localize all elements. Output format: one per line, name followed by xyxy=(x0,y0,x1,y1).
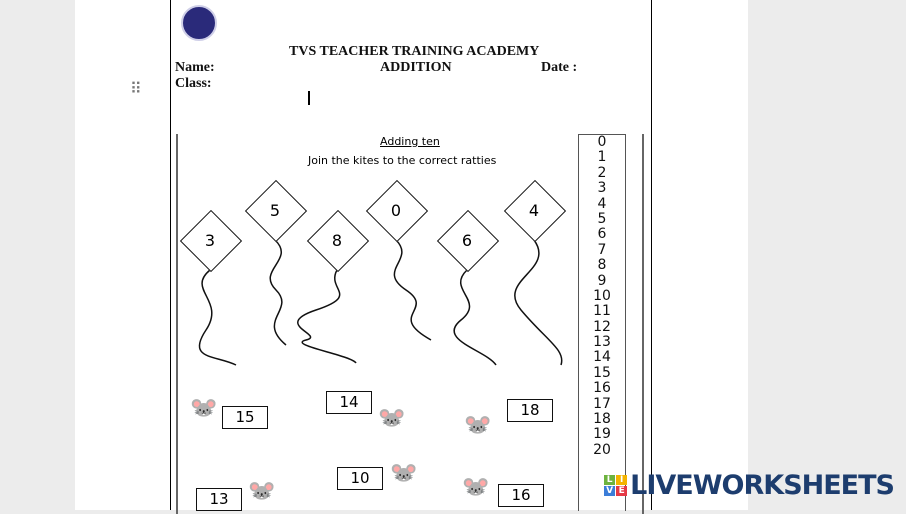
kite-number: 6 xyxy=(461,231,473,250)
number: 4 xyxy=(597,195,607,212)
number: 15 xyxy=(593,364,611,381)
ratty-box[interactable]: 13 xyxy=(196,488,242,511)
number: 6 xyxy=(597,226,607,243)
logo-text: LIVEWORKSHEETS xyxy=(630,470,895,501)
name-label: Name: xyxy=(175,60,215,75)
number: 14 xyxy=(593,349,611,366)
ratty-box[interactable]: 16 xyxy=(498,484,544,507)
number: 20 xyxy=(593,441,611,458)
number: 5 xyxy=(597,210,607,227)
worksheet-image: Adding ten Join the kites to the correct… xyxy=(176,130,646,514)
number: 19 xyxy=(593,426,611,443)
number: 10 xyxy=(593,287,611,304)
number: 9 xyxy=(597,272,607,289)
ratty-icon: 🐭 xyxy=(190,395,218,420)
ratty-icon: 🐭 xyxy=(378,405,406,430)
number: 0 xyxy=(597,134,607,150)
kite-number: 0 xyxy=(390,201,402,220)
ratty-box[interactable]: 15 xyxy=(222,406,268,429)
number: 13 xyxy=(593,334,611,351)
kite-number: 8 xyxy=(331,231,343,250)
ratty-icon: 🐭 xyxy=(248,478,276,503)
number-line: 0 1 2 3 4 5 6 7 8 9 10 11 12 13 14 15 16… xyxy=(578,134,626,511)
kite-number: 5 xyxy=(269,201,281,220)
doc-title: TVS TEACHER TRAINING ACADEMY xyxy=(289,44,540,59)
kite-number: 3 xyxy=(204,231,216,250)
live-tiles-icon: L I V E xyxy=(604,475,628,496)
date-label: Date : xyxy=(541,60,578,75)
ratty-box[interactable]: 14 xyxy=(326,391,372,414)
worksheet-heading: Adding ten xyxy=(380,135,440,148)
number: 7 xyxy=(597,241,607,258)
academy-logo xyxy=(181,5,217,41)
class-label: Class: xyxy=(175,76,212,91)
liveworksheets-logo[interactable]: L I V E LIVEWORKSHEETS xyxy=(604,470,895,501)
tile: V xyxy=(604,486,616,496)
number: 17 xyxy=(593,395,611,412)
text-cursor xyxy=(308,91,310,105)
ratty-icon: 🐭 xyxy=(462,474,490,499)
page-margin-left xyxy=(170,0,171,510)
drag-handle-icon[interactable]: ⠿ xyxy=(130,81,142,98)
ratty-box[interactable]: 18 xyxy=(507,399,553,422)
number: 16 xyxy=(593,380,611,397)
tile: E xyxy=(616,486,628,496)
number: 18 xyxy=(593,411,611,428)
tile: I xyxy=(616,475,628,485)
number: 12 xyxy=(593,318,611,335)
ratty-icon: 🐭 xyxy=(464,412,492,437)
tile: L xyxy=(604,475,616,485)
number: 1 xyxy=(597,149,607,166)
number: 11 xyxy=(593,303,611,320)
ratty-icon: 🐭 xyxy=(390,460,418,485)
number: 2 xyxy=(597,164,607,181)
number: 3 xyxy=(597,180,607,197)
ratty-box[interactable]: 10 xyxy=(337,467,383,490)
kite-number: 4 xyxy=(528,201,540,220)
page-margin-right xyxy=(651,0,652,510)
kite-strings xyxy=(198,239,563,366)
worksheet-instruction: Join the kites to the correct ratties xyxy=(308,154,497,167)
subject-title: ADDITION xyxy=(380,60,452,75)
number: 8 xyxy=(597,257,607,274)
